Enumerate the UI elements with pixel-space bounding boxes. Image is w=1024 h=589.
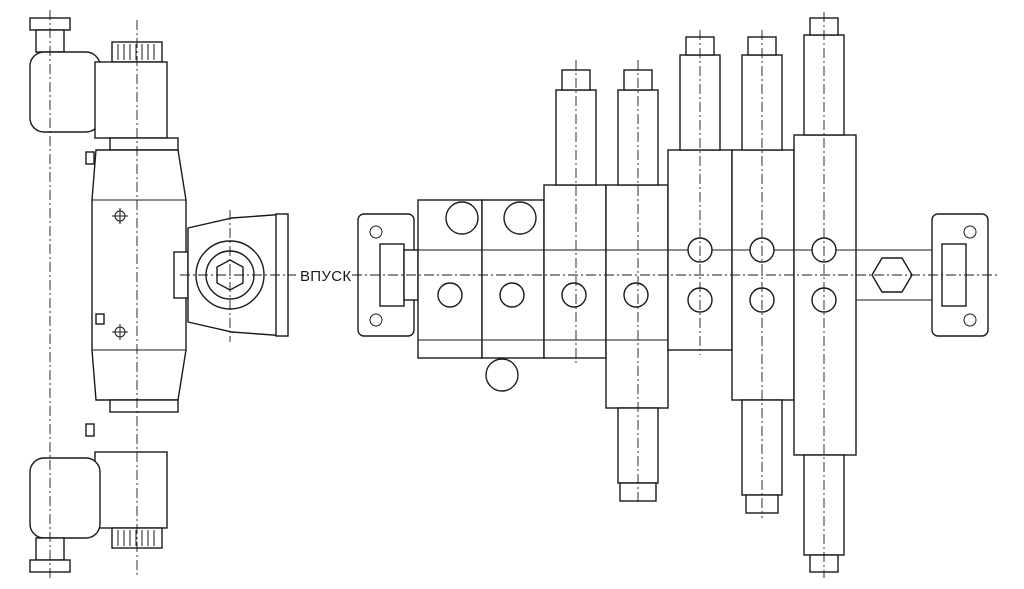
side-view-valve xyxy=(29,10,296,580)
valve-body xyxy=(91,149,187,401)
side-screw-top xyxy=(85,151,95,165)
inlet-label: ВПУСК xyxy=(300,268,351,285)
bottom-coil-knurl xyxy=(117,530,155,546)
port-4 xyxy=(623,282,649,308)
port-2 xyxy=(499,282,525,308)
manifold-front-view xyxy=(352,12,998,578)
station-1-cap xyxy=(445,201,479,235)
top-coil-base xyxy=(109,137,179,151)
bottom-coil xyxy=(94,451,168,529)
side-screw-bottom xyxy=(85,423,95,437)
station-2-cap xyxy=(503,201,537,235)
top-coil xyxy=(94,61,168,139)
station-3-block xyxy=(543,184,607,359)
manual-override xyxy=(95,313,105,325)
top-connector-body xyxy=(29,51,101,133)
bottom-coil-base xyxy=(109,399,179,413)
port-1 xyxy=(437,282,463,308)
bottom-connector-body xyxy=(29,457,101,539)
port-3 xyxy=(561,282,587,308)
station-2-lower-cap xyxy=(485,358,519,392)
top-coil-knurl xyxy=(117,44,155,60)
